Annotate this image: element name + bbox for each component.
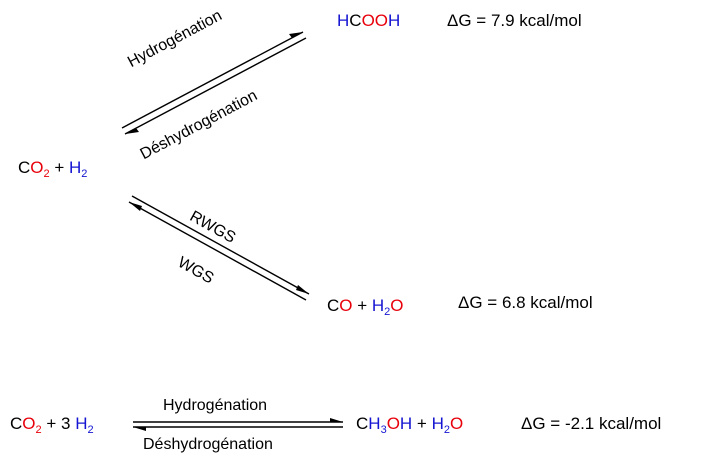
formic-h2: H (388, 11, 401, 30)
h2o-o: O (390, 296, 404, 315)
methanol-water-products: CH3OH + H2O (356, 414, 464, 436)
co2-sub: 2 (43, 168, 50, 180)
delta-g-methanol: ΔG = -2.1 kcal/mol (521, 414, 662, 433)
co2-c: C (18, 158, 31, 177)
h2-h: H (75, 414, 88, 433)
meoh-c: C (356, 414, 369, 433)
h2-sub: 2 (81, 168, 88, 180)
plus-sign: + (412, 414, 432, 433)
delta-g-co: ΔG = 6.8 kcal/mol (458, 293, 593, 312)
h2o-h: H (371, 296, 385, 315)
formic-h1: H (337, 11, 350, 30)
delta-g-formic: ΔG = 7.9 kcal/mol (447, 11, 582, 30)
h2-sub: 2 (87, 424, 94, 436)
plus-three: + 3 (41, 414, 76, 433)
h2o-sub: 2 (443, 424, 450, 436)
co2-h2-reactants: CO2 + H2 (18, 158, 88, 180)
h2o-o: O (449, 414, 464, 433)
wgs-arrow (128, 201, 307, 301)
co2-o: O (22, 414, 36, 433)
h2-h: H (69, 158, 82, 177)
co2-3h2-reactants: CO2 + 3 H2 (10, 414, 94, 436)
formic-acid-formula: HCOOH (337, 11, 400, 31)
formic-o2: O (374, 11, 389, 30)
dehydrogenation-label-bottom: Déshydrogénation (143, 436, 273, 453)
plus-sign: + (49, 158, 70, 177)
co-c: C (327, 296, 340, 315)
h2o-sub: 2 (384, 306, 391, 318)
h2o-h: H (431, 414, 444, 433)
dehydrogenation-arrow-bottom (133, 426, 343, 431)
formic-o1: O (361, 11, 375, 30)
co2-sub: 2 (35, 424, 42, 436)
meoh-h: H (399, 414, 413, 433)
co-o: O (339, 296, 353, 315)
meoh-h3: H (368, 414, 381, 433)
meoh-o: O (386, 414, 400, 433)
rwgs-arrow (131, 195, 310, 295)
hydrogenation-label-bottom: Hydrogénation (163, 397, 268, 414)
hydrogenation-arrow-top (121, 31, 304, 129)
co-h2o-products: CO + H2O (327, 296, 404, 318)
dehydrogenation-arrow-top (124, 37, 307, 135)
co2-c: C (10, 414, 23, 433)
formic-c: C (349, 11, 362, 30)
meoh-h3-sub: 3 (380, 424, 387, 436)
plus-sign: + (352, 296, 372, 315)
co2-o: O (30, 158, 44, 177)
hydrogenation-arrow-bottom (133, 418, 343, 423)
